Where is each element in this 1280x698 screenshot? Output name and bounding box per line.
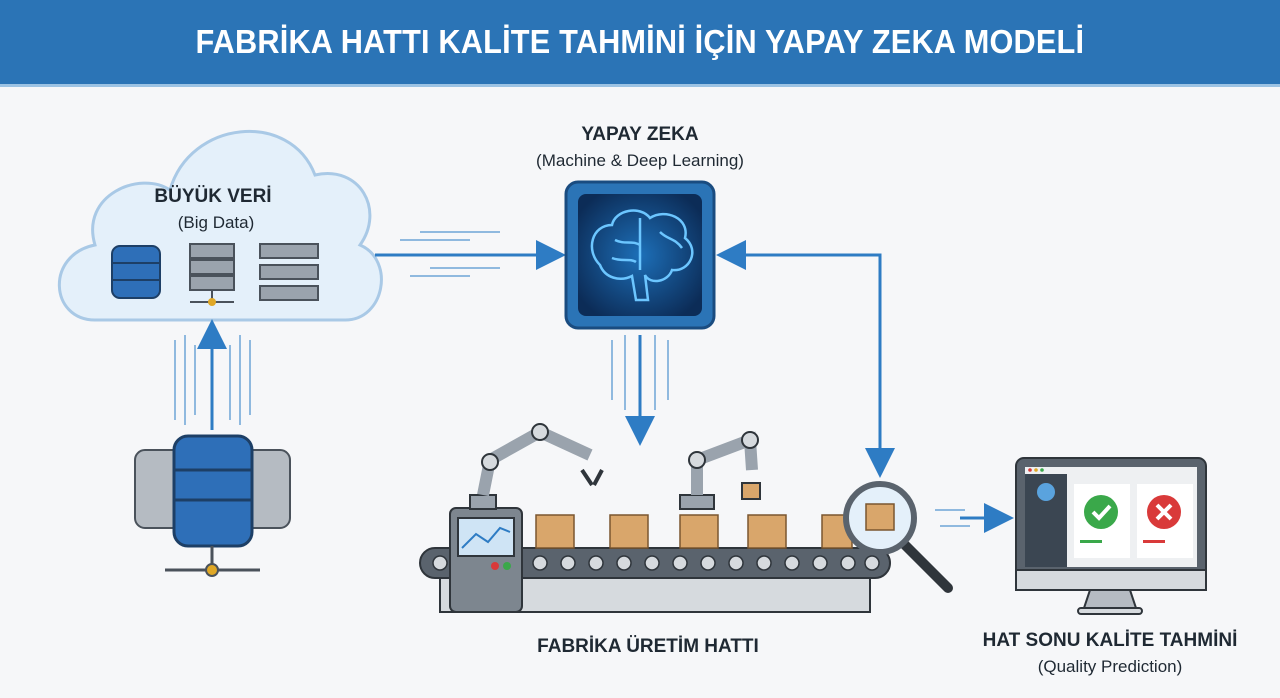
check-icon bbox=[1084, 495, 1118, 529]
quality-monitor bbox=[1015, 457, 1207, 615]
data-streams bbox=[174, 231, 1014, 533]
cross-icon bbox=[1147, 495, 1181, 529]
ai-brain-chip bbox=[564, 180, 716, 330]
control-machine bbox=[449, 507, 523, 613]
quality-title: HAT SONU KALİTE TAHMİNİ bbox=[983, 630, 1238, 651]
brain-icon bbox=[590, 209, 694, 302]
big-data-title: BÜYÜK VERİ bbox=[154, 186, 271, 207]
page-title: FABRİKA HATTI KALİTE TAHMİNİ İÇİN YAPAY … bbox=[195, 23, 1085, 60]
server-rack-icon bbox=[259, 243, 319, 301]
robot-arm-left bbox=[469, 423, 604, 510]
production-line bbox=[419, 423, 953, 613]
big-data-subtitle: (Big Data) bbox=[178, 213, 255, 232]
title-banner: FABRİKA HATTI KALİTE TAHMİNİ İÇİN YAPAY … bbox=[0, 0, 1280, 87]
production-title: FABRİKA ÜRETİM HATTI bbox=[537, 636, 759, 657]
database-stack-icon bbox=[134, 434, 291, 577]
database-icon bbox=[111, 245, 161, 299]
ai-title: YAPAY ZEKA bbox=[581, 124, 698, 145]
server-icon bbox=[189, 243, 235, 306]
quality-subtitle: (Quality Prediction) bbox=[1038, 657, 1183, 676]
product-boxes bbox=[535, 514, 853, 549]
robot-arm-right bbox=[679, 431, 761, 510]
cloud-big-data: BÜYÜK VERİ (Big Data) bbox=[57, 129, 383, 322]
magnifier-icon bbox=[843, 481, 953, 593]
ai-subtitle: (Machine & Deep Learning) bbox=[536, 151, 744, 170]
